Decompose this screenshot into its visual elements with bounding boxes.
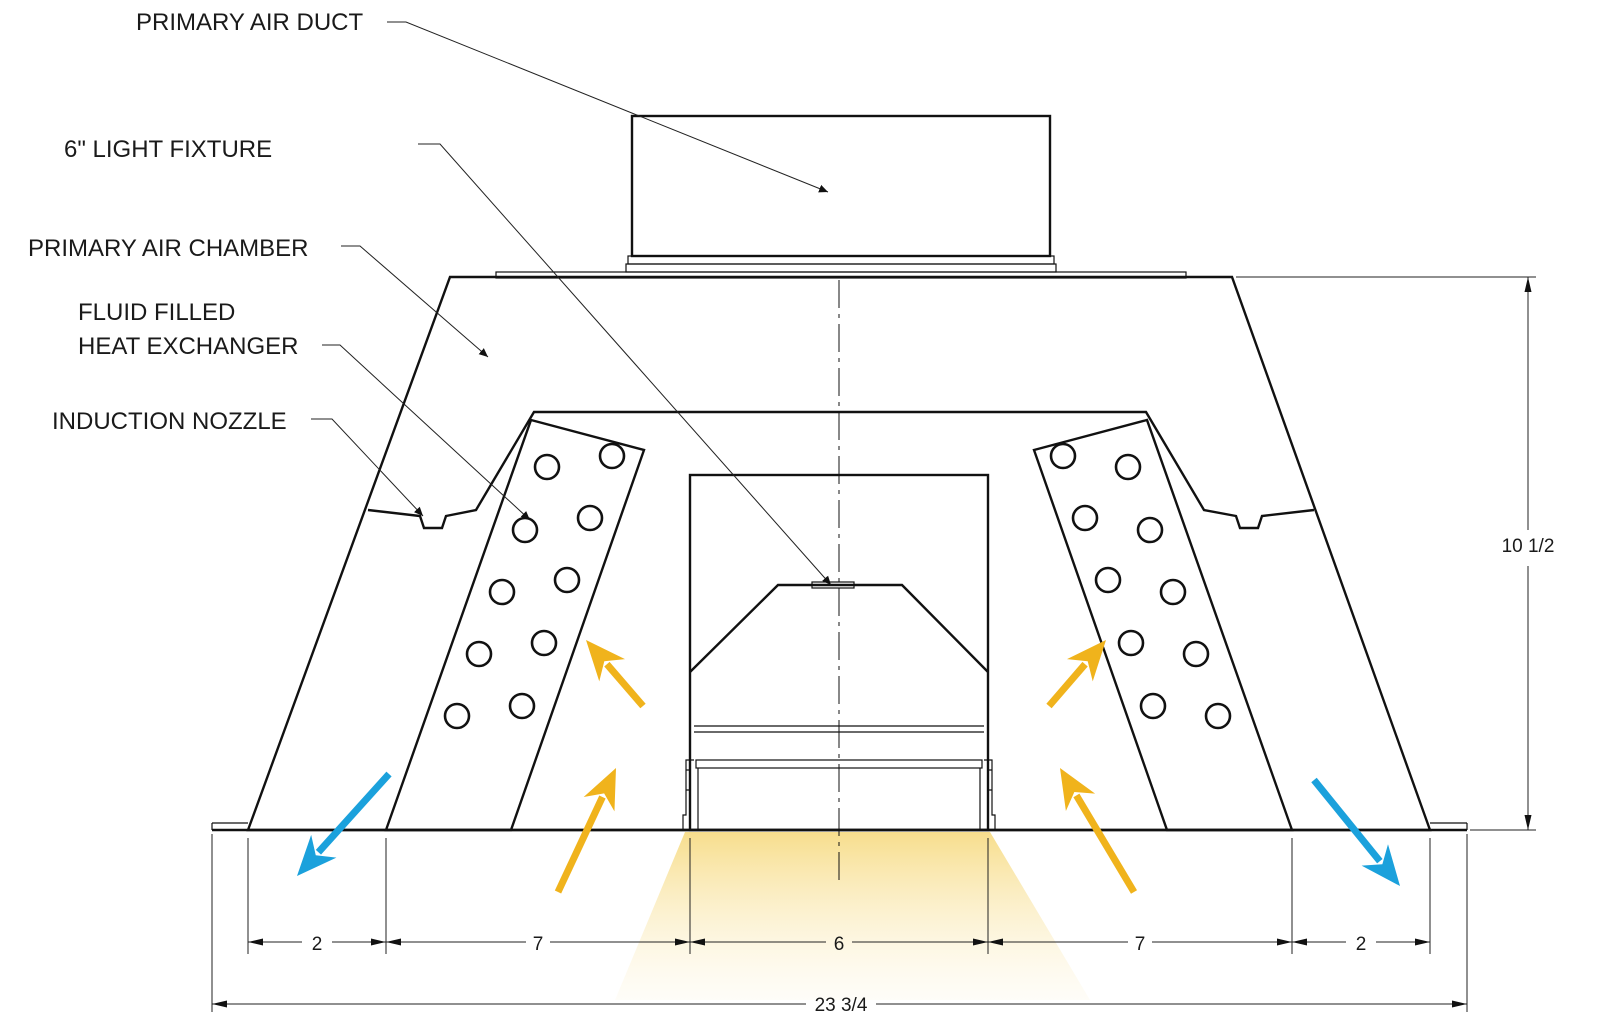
coil-tube xyxy=(1094,566,1122,594)
supply-air-arrow xyxy=(297,771,392,876)
supply-air-arrow xyxy=(1311,777,1400,886)
label-heat-exchanger-line1: FLUID FILLED xyxy=(78,299,235,326)
dim-left-coil: 7 xyxy=(533,934,544,955)
dim-right-coil: 7 xyxy=(1135,934,1146,955)
dim-height: 10 1/2 xyxy=(1502,536,1555,557)
coil-tube xyxy=(1117,629,1145,657)
coil-tube xyxy=(443,702,471,730)
coil-tube xyxy=(511,516,539,544)
label-primary-air-chamber: PRIMARY AIR CHAMBER xyxy=(28,235,309,262)
dim-fixture: 6 xyxy=(834,934,845,955)
leader-lines xyxy=(311,21,832,586)
coil-tube xyxy=(465,640,493,668)
height-dimension xyxy=(1236,276,1536,831)
heat-exchanger-left xyxy=(384,418,646,832)
induced-air-arrows xyxy=(554,640,1138,894)
dim-right-outer: 2 xyxy=(1356,934,1367,955)
coil-tube xyxy=(1071,504,1099,532)
coil-tube xyxy=(553,566,581,594)
light-beam xyxy=(615,832,1090,1000)
heat-exchanger-right xyxy=(1032,418,1294,832)
label-light-fixture: 6" LIGHT FIXTURE xyxy=(64,136,272,163)
coil-tube xyxy=(1114,453,1142,481)
coil-tube xyxy=(533,453,561,481)
dim-overall-width: 23 3/4 xyxy=(815,995,868,1016)
label-primary-air-duct: PRIMARY AIR DUCT xyxy=(136,9,363,36)
coil-tube xyxy=(1204,702,1232,730)
coil-tube xyxy=(508,692,536,720)
label-induction-nozzle: INDUCTION NOZZLE xyxy=(52,408,287,435)
coil-tube xyxy=(530,629,558,657)
coil-tube xyxy=(1159,578,1187,606)
coil-tube xyxy=(598,442,626,470)
induced-air-arrow xyxy=(1060,768,1138,894)
induced-air-arrow xyxy=(1046,640,1106,709)
supply-air-arrows xyxy=(297,771,1400,886)
coil-tube xyxy=(576,504,604,532)
coil-tube xyxy=(488,578,516,606)
coil-tube xyxy=(1136,516,1164,544)
coil-tube xyxy=(1182,640,1210,668)
induced-air-arrow xyxy=(554,768,616,894)
label-heat-exchanger-line2: HEAT EXCHANGER xyxy=(78,333,299,360)
coil-tube xyxy=(1049,442,1077,470)
coil-tube xyxy=(1139,692,1167,720)
induced-air-arrow xyxy=(586,640,646,709)
dim-left-outer: 2 xyxy=(312,934,323,955)
primary-air-duct xyxy=(495,114,1187,279)
width-dimensions xyxy=(211,834,1468,1012)
